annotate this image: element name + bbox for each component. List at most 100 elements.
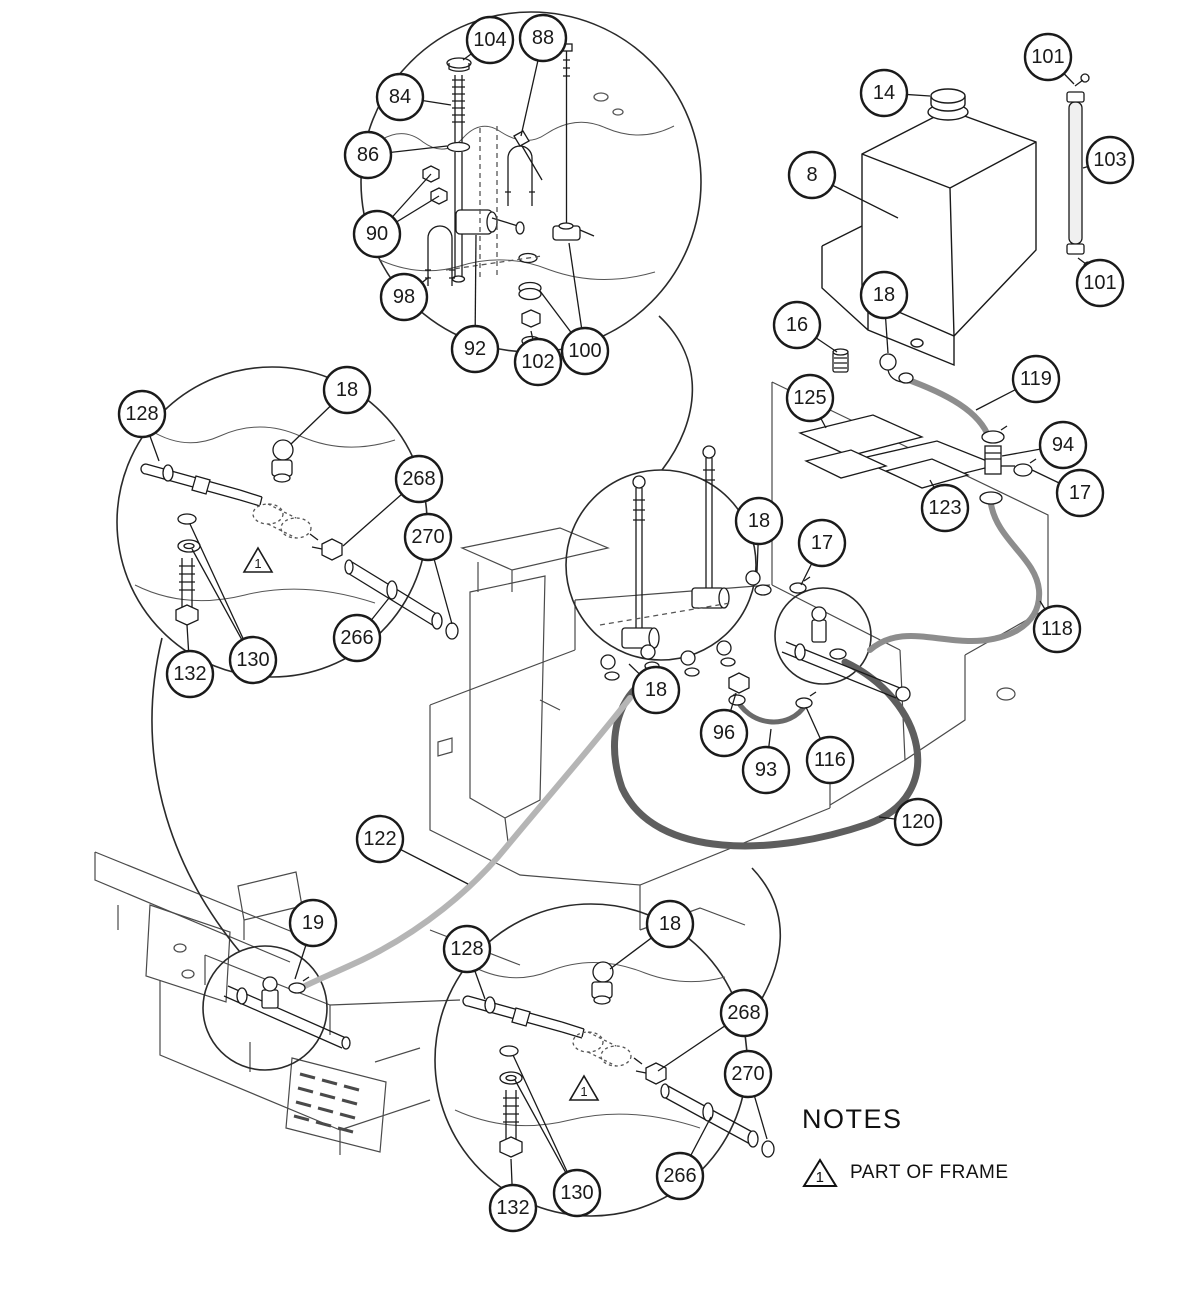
svg-text:1: 1 — [580, 1084, 587, 1099]
hose-119-118 — [867, 375, 1043, 653]
callout-balloon — [631, 665, 681, 715]
callout-128: 128 — [117, 389, 167, 462]
callout-label: 122 — [363, 828, 396, 850]
callout-label: 101 — [1083, 272, 1116, 294]
callout-132: 132 — [488, 1158, 538, 1233]
callout-270: 270 — [403, 512, 453, 625]
callout-label: 128 — [450, 938, 483, 960]
callout-116: 116 — [805, 706, 855, 785]
callout-label: 101 — [1031, 46, 1064, 68]
detail-bottom-art — [454, 961, 775, 1158]
detail-top-art — [367, 43, 675, 347]
callout-label: 17 — [1069, 482, 1091, 504]
svg-text:1: 1 — [254, 556, 261, 571]
callout-label: 90 — [366, 223, 388, 245]
callout-18: 18 — [628, 663, 681, 715]
callout-125: 125 — [785, 373, 835, 429]
callout-84: 84 — [375, 72, 452, 122]
callout-104: 104 — [462, 15, 515, 65]
callout-130: 130 — [512, 1054, 602, 1218]
callout-label: 132 — [496, 1197, 529, 1219]
frame-note-triangle-icon: 1 — [802, 1158, 838, 1187]
callout-label: 270 — [731, 1063, 764, 1085]
callout-label: 86 — [357, 144, 379, 166]
detail-center-art — [599, 445, 731, 649]
callout-label: 19 — [302, 912, 324, 934]
callout-balloon — [719, 988, 769, 1038]
callout-label: 128 — [125, 403, 158, 425]
callout-balloon — [1075, 258, 1125, 308]
callout-balloon — [288, 898, 338, 948]
callout-132: 132 — [165, 624, 215, 699]
callout-98: 98 — [379, 272, 430, 322]
detail-circles — [116, 11, 872, 1217]
callout-balloon — [322, 365, 372, 415]
callout-18: 18 — [859, 270, 909, 354]
callout-label: 270 — [411, 526, 444, 548]
callout-label: 8 — [806, 164, 817, 186]
callout-balloon — [403, 512, 453, 562]
callout-label: 125 — [793, 387, 826, 409]
callout-18: 18 — [609, 899, 695, 970]
callout-270: 270 — [723, 1049, 773, 1140]
callout-balloon — [805, 735, 855, 785]
callout-19: 19 — [288, 898, 338, 980]
callout-label: 130 — [236, 649, 269, 671]
callout-label: 96 — [713, 722, 735, 744]
valve-94-art — [979, 425, 1037, 505]
callout-17: 17 — [797, 518, 847, 586]
detail-left-art — [134, 426, 459, 640]
callout-balloon — [465, 15, 515, 65]
callout-101: 101 — [1075, 258, 1125, 308]
callout-label: 266 — [340, 627, 373, 649]
callout-label: 18 — [873, 284, 895, 306]
hoses-art — [296, 375, 1043, 992]
callout-label: 102 — [521, 351, 554, 373]
callout-17: 17 — [1031, 468, 1105, 518]
callout-balloon — [1055, 468, 1105, 518]
callout-118: 118 — [1032, 600, 1082, 654]
callout-label: 98 — [393, 286, 415, 308]
sight-tube-art — [1066, 73, 1093, 271]
callout-balloon — [228, 635, 278, 685]
frame-marker: 1 — [242, 546, 274, 573]
callout-balloon — [442, 924, 492, 974]
callout-balloon — [741, 745, 791, 795]
hose-120 — [611, 658, 922, 850]
callout-266: 266 — [332, 597, 390, 663]
callout-122: 122 — [355, 814, 469, 885]
callout-label: 268 — [727, 1002, 760, 1024]
notes-heading: NOTES — [802, 1104, 903, 1134]
callout-balloon — [645, 899, 695, 949]
callout-balloon — [355, 814, 405, 864]
callout-balloon — [1011, 354, 1061, 404]
callout-266: 266 — [655, 1116, 712, 1201]
callout-balloon — [785, 373, 835, 423]
callout-18: 18 — [734, 496, 784, 573]
callout-label: 268 — [402, 468, 435, 490]
detail-valve19-art — [223, 976, 351, 1050]
callout-balloon — [513, 337, 563, 387]
callout-90: 90 — [352, 173, 440, 259]
callout-balloon — [375, 72, 425, 122]
callout-balloon — [394, 454, 444, 504]
callout-label: 92 — [464, 338, 486, 360]
callout-balloon — [723, 1049, 773, 1099]
callout-balloon — [699, 708, 749, 758]
callout-balloon — [332, 613, 382, 663]
callout-128: 128 — [442, 924, 492, 1000]
callout-balloon — [1085, 135, 1135, 185]
notes-item-text: PART OF FRAME — [850, 1162, 1009, 1183]
callout-balloon — [920, 483, 970, 533]
callout-119: 119 — [975, 354, 1061, 411]
callout-102: 102 — [513, 330, 563, 387]
callout-130: 130 — [189, 523, 278, 685]
callout-balloon — [1023, 32, 1073, 82]
fuel-tank-art — [821, 103, 1037, 367]
callout-balloon — [893, 797, 943, 847]
callout-88: 88 — [518, 13, 568, 137]
callout-balloon — [772, 300, 822, 350]
callout-balloon — [343, 130, 393, 180]
